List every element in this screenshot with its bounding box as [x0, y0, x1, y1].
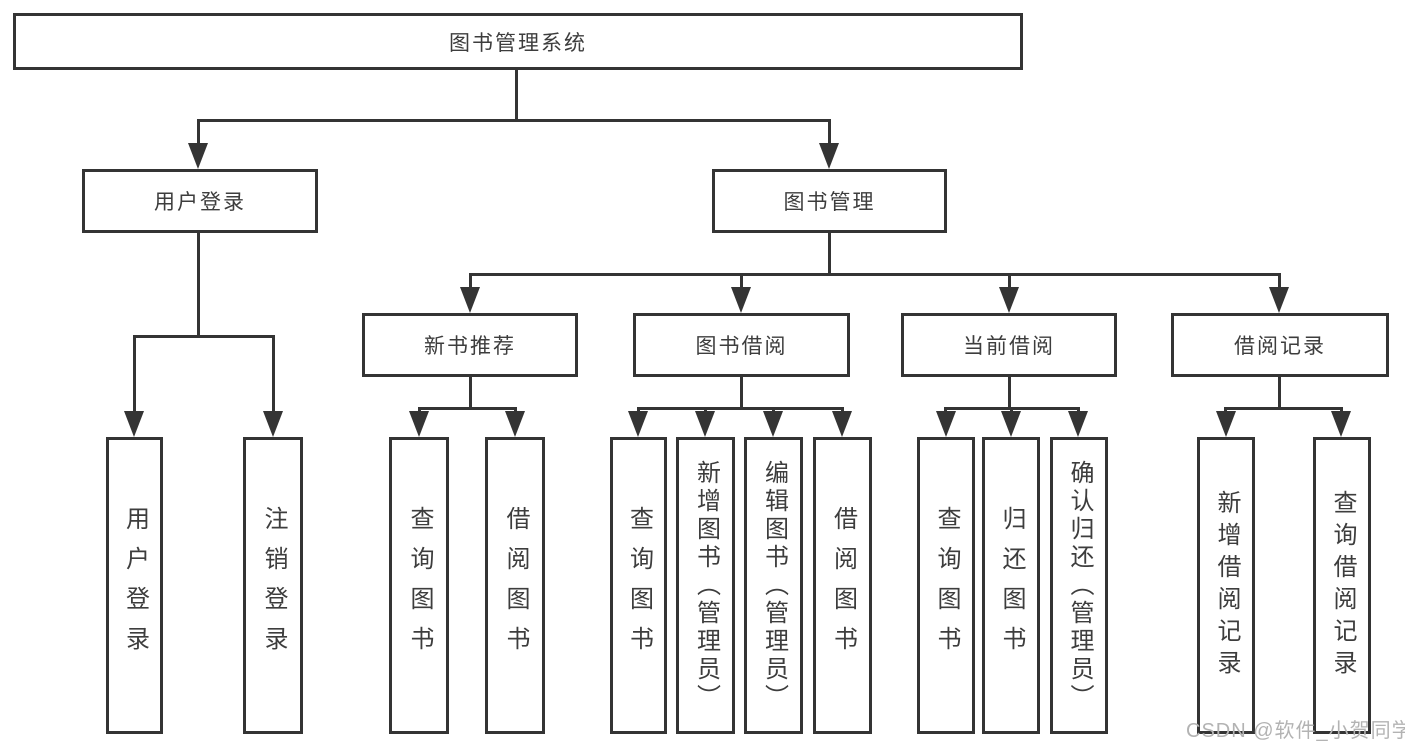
connector-root-stem: [515, 69, 518, 119]
arrowhead-current-borrow-icon: [999, 287, 1019, 313]
node-user-login: 用户登录: [82, 169, 318, 233]
leaf-logout: 注销登录: [243, 437, 303, 734]
node-new-book-recommend: 新书推荐: [362, 313, 578, 377]
leaf-query-book-3: 查询图书: [917, 437, 975, 734]
arrowhead-borrow-record-icon: [1269, 287, 1289, 313]
node-book-management-label: 图书管理: [783, 191, 876, 214]
leaf-add-book-admin: 新增图书（管理员）: [676, 437, 735, 734]
arrowhead-query3-icon: [936, 411, 956, 437]
arrowhead-new-book-icon: [460, 287, 480, 313]
arrowhead-book-borrow-icon: [731, 287, 751, 313]
leaf-confirm-return-admin-label: 确认归还（管理员）: [1066, 459, 1093, 712]
node-borrow-record-label: 借阅记录: [1234, 335, 1326, 358]
connector-drop-borrow-record: [1278, 273, 1281, 289]
connector-drop-user-login: [197, 119, 200, 145]
connector-borrow-record-stem: [1278, 377, 1281, 407]
arrowhead-add-book-icon: [695, 411, 715, 437]
arrowhead-query-record-icon: [1331, 411, 1351, 437]
node-current-borrow-label: 当前借阅: [963, 335, 1055, 358]
arrowhead-return-book-icon: [1001, 411, 1021, 437]
connector-drop-leaf-logout: [272, 335, 275, 413]
arrowhead-query2-icon: [628, 411, 648, 437]
watermark: CSDN @软件_小贺同学: [1186, 720, 1405, 742]
connector-current-borrow-stem: [1008, 377, 1011, 407]
connector-drop-leaf-user-login: [133, 335, 136, 413]
arrowhead-query1-icon: [409, 411, 429, 437]
arrowhead-leaf-logout-icon: [263, 411, 283, 437]
leaf-return-book-label: 归还图书: [998, 505, 1025, 666]
leaf-user-login: 用户登录: [106, 437, 163, 734]
node-new-book-recommend-label: 新书推荐: [424, 335, 516, 358]
leaf-add-borrow-record-label: 新增借阅记录: [1213, 489, 1240, 682]
connector-book-management-stem: [828, 233, 831, 273]
leaf-user-login-label: 用户登录: [121, 505, 149, 666]
leaf-borrow-book-1: 借阅图书: [485, 437, 545, 734]
arrowhead-confirm-return-icon: [1068, 411, 1088, 437]
arrowhead-borrow1-icon: [505, 411, 525, 437]
connector-new-book-stem: [469, 377, 472, 407]
leaf-logout-label: 注销登录: [260, 505, 287, 666]
leaf-confirm-return-admin: 确认归还（管理员）: [1050, 437, 1108, 734]
connector-user-login-bar: [133, 335, 275, 338]
arrowhead-user-login-icon: [188, 143, 208, 169]
arrowhead-leaf-user-login-icon: [124, 411, 144, 437]
leaf-query-book-1: 查询图书: [389, 437, 449, 734]
leaf-edit-book-admin: 编辑图书（管理员）: [744, 437, 803, 734]
connector-book-borrow-stem: [740, 377, 743, 407]
connector-drop-new-book: [469, 273, 472, 289]
node-book-borrow-label: 图书借阅: [695, 335, 788, 358]
arrowhead-edit-book-icon: [763, 411, 783, 437]
leaf-query-book-2-label: 查询图书: [625, 505, 653, 666]
node-book-management: 图书管理: [712, 169, 947, 233]
leaf-borrow-book-1-label: 借阅图书: [502, 505, 529, 666]
connector-user-login-stem: [197, 233, 200, 335]
node-root-label: 图书管理系统: [449, 31, 587, 55]
leaf-return-book: 归还图书: [982, 437, 1040, 734]
connector-drop-book-management: [828, 119, 831, 145]
leaf-query-book-2: 查询图书: [610, 437, 667, 734]
connector-book-borrow-bar: [637, 407, 844, 410]
leaf-query-borrow-record: 查询借阅记录: [1313, 437, 1371, 734]
leaf-borrow-book-2: 借阅图书: [813, 437, 872, 734]
arrowhead-add-record-icon: [1216, 411, 1236, 437]
leaf-edit-book-admin-label: 编辑图书（管理员）: [760, 459, 788, 712]
connector-drop-current-borrow: [1008, 273, 1011, 289]
leaf-query-book-1-label: 查询图书: [406, 505, 433, 666]
leaf-query-book-3-label: 查询图书: [933, 505, 960, 666]
leaf-add-book-admin-label: 新增图书（管理员）: [692, 459, 720, 712]
node-root: 图书管理系统: [13, 13, 1023, 70]
node-user-login-label: 用户登录: [154, 191, 246, 214]
connector-drop-book-borrow: [740, 273, 743, 289]
node-book-borrow: 图书借阅: [633, 313, 850, 377]
arrowhead-borrow2-icon: [832, 411, 852, 437]
connector-level2-bar: [197, 119, 831, 122]
connector-borrow-record-bar: [1224, 407, 1343, 410]
leaf-add-borrow-record: 新增借阅记录: [1197, 437, 1255, 734]
node-borrow-record: 借阅记录: [1171, 313, 1389, 377]
leaf-query-borrow-record-label: 查询借阅记录: [1329, 489, 1356, 682]
connector-new-book-bar: [418, 407, 517, 410]
arrowhead-book-management-icon: [819, 143, 839, 169]
connector-level3-bar: [469, 273, 1281, 276]
node-current-borrow: 当前借阅: [901, 313, 1117, 377]
leaf-borrow-book-2-label: 借阅图书: [829, 505, 857, 666]
